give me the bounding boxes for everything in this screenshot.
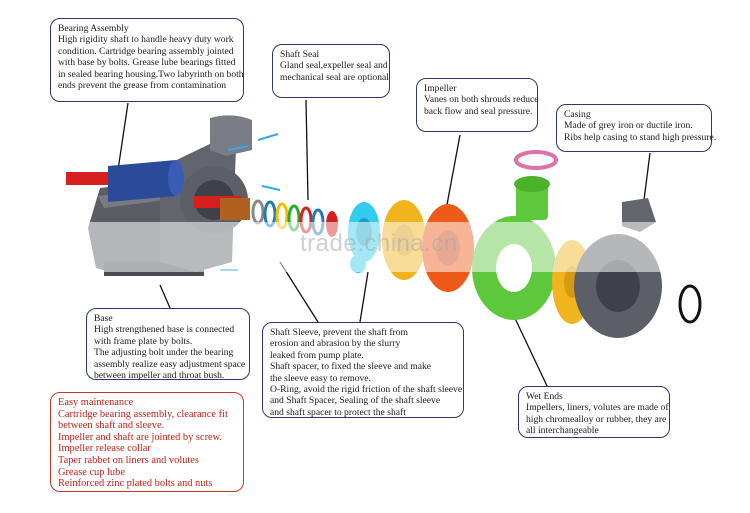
callout-line: between impeller and throat bush. bbox=[94, 370, 225, 382]
features-callout: Easy maintenance Cartridge bearing assem… bbox=[50, 392, 244, 492]
callout-line: leaked from pump plate. bbox=[270, 349, 364, 361]
callout-line: with frame plate by bolts. bbox=[94, 335, 193, 347]
callout-title: Wet Ends bbox=[526, 391, 563, 402]
callout-line: back flow and seal pressure. bbox=[424, 105, 533, 117]
leader-lines bbox=[117, 99, 651, 389]
callout-title: Casing bbox=[564, 109, 591, 120]
feature-line: Reinforced zinc plated bolts and nuts bbox=[58, 478, 213, 490]
callout-line: all interchangeable bbox=[526, 425, 599, 437]
shaft-seal-callout: Shaft Seal Gland seal,expeller seal and … bbox=[272, 44, 390, 98]
feature-line: between shaft and sleeve. bbox=[58, 420, 165, 432]
shaft-sleeve-callout: Shaft Sleeve, prevent the shaft from ero… bbox=[262, 322, 464, 418]
callout-line: Vanes on both shrouds reduce bbox=[424, 94, 539, 106]
callout-title: Bearing Assembly bbox=[58, 23, 129, 34]
callout-line: Shaft spacer, to fixed the sleeve and ma… bbox=[270, 361, 432, 373]
callout-title: Base bbox=[94, 313, 113, 324]
feature-line: Easy maintenance bbox=[58, 397, 134, 408]
callout-title: Shaft Seal bbox=[280, 49, 320, 60]
callout-line: High strengthened base is connected bbox=[94, 324, 235, 336]
wet-ends-callout: Wet Ends Impellers, liners, volutes are … bbox=[518, 386, 670, 438]
callout-line: in sealed bearing housing.Two labyrinth … bbox=[58, 68, 244, 80]
bearing-assembly-callout: Bearing Assembly High rigidity shaft to … bbox=[50, 18, 244, 102]
callout-title: Impeller bbox=[424, 83, 457, 94]
callout-line: with base by bolts. Grease lube bearings… bbox=[58, 57, 236, 69]
feature-line: Cartridge bearing assembly, clearance fi… bbox=[58, 408, 228, 420]
callout-line: and shaft spacer to protect the shaft bbox=[270, 406, 406, 418]
callout-line: and Shaft Spacer, Sealing of the shaft s… bbox=[270, 395, 441, 407]
watermark-text: trade.china.cn bbox=[300, 230, 458, 257]
callout-line: the sleeve easy to remove. bbox=[270, 372, 371, 384]
callout-line: Ribs help casing to stand high pressure. bbox=[564, 131, 717, 143]
callout-line: high chromealloy or rubber, they are bbox=[526, 413, 667, 425]
watermark-band bbox=[75, 222, 715, 272]
callout-line: Made of grey iron or ductile iron. bbox=[564, 120, 693, 132]
callout-line: Impellers, liners, volutes are made of bbox=[526, 402, 669, 414]
base-callout: Base High strengthened base is connected… bbox=[86, 308, 250, 382]
callout-line: O-Ring, avoid the rigid friction of the … bbox=[270, 384, 463, 396]
callout-line: The adjusting bolt under the bearing bbox=[94, 347, 234, 359]
callout-line: condition. Cartridge bearing assembly jo… bbox=[58, 45, 234, 57]
callout-line: erosion and abrasion by the slurry bbox=[270, 338, 401, 350]
impeller-callout: Impeller Vanes on both shrouds reduce ba… bbox=[416, 78, 539, 132]
callout-line: Shaft Sleeve, prevent the shaft from bbox=[270, 327, 408, 338]
callout-line: ends prevent the grease from contaminati… bbox=[58, 80, 227, 92]
feature-line: Impeller release collar bbox=[58, 443, 151, 455]
feature-line: Impeller and shaft are jointed by screw. bbox=[58, 431, 223, 443]
callout-line: mechanical seal are optional bbox=[280, 71, 389, 83]
casing-callout: Casing Made of grey iron or ductile iron… bbox=[556, 104, 717, 152]
callout-line: assembly realize easy adjustment space bbox=[94, 358, 246, 370]
callout-line: High rigidity shaft to handle heavy duty… bbox=[58, 34, 234, 46]
feature-line: Taper rabbet on liners and volutes bbox=[58, 454, 199, 466]
shaft-and-bearing bbox=[66, 160, 250, 220]
feature-line: Grease cup lube bbox=[58, 466, 125, 478]
callout-line: Gland seal,expeller seal and bbox=[280, 60, 388, 72]
